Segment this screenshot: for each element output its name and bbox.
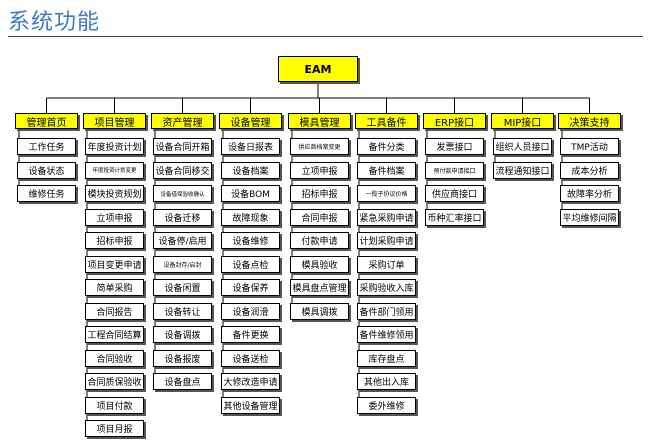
function-item: 合同报告 xyxy=(85,302,144,320)
function-item: 设备调拨 xyxy=(153,326,212,343)
function-item: 招标申报 xyxy=(290,185,349,202)
function-item: 设备维修 xyxy=(221,232,280,249)
function-item: 采购验收入库 xyxy=(357,279,416,296)
function-item: 设备BOM xyxy=(221,185,280,202)
function-item: 立项申报 xyxy=(290,161,349,179)
function-item: 合同质保验收 xyxy=(85,373,144,390)
function-item: 合同申报 xyxy=(290,208,349,226)
function-item: 项目月报 xyxy=(85,420,144,437)
function-item: 工作任务 xyxy=(17,138,76,155)
function-item: 组织人员接口 xyxy=(493,138,552,155)
function-item: 设备合同移交 xyxy=(153,161,212,179)
category-node: MIP接口 xyxy=(491,113,554,129)
function-item: 设备闲置 xyxy=(153,279,212,296)
function-item: 简单采购 xyxy=(85,279,144,296)
function-item: 采购订单 xyxy=(357,255,416,273)
function-item: 招标申报 xyxy=(85,232,144,249)
category-node: 模具管理 xyxy=(288,113,351,129)
function-item: 年度投资计划 xyxy=(85,138,144,155)
function-item: 模具盘点管理 xyxy=(290,279,349,296)
function-item: 年度投资计划变更 xyxy=(85,161,144,179)
category-node: 工具备件 xyxy=(355,113,418,129)
function-item: 供应商接口 xyxy=(425,185,484,202)
function-item: 设备报废 xyxy=(153,349,212,367)
category-node: 管理首页 xyxy=(15,113,78,129)
function-item: 模具调拨 xyxy=(290,302,349,320)
function-item: 设备停/启用 xyxy=(153,232,212,249)
function-item: 设备迁移 xyxy=(153,208,212,226)
function-item: 流程通知接口 xyxy=(493,161,552,179)
function-item: 成本分析 xyxy=(560,161,619,179)
function-item: 币种汇率接口 xyxy=(425,208,484,226)
function-item: 模块投资规划 xyxy=(85,185,144,202)
page-title: 系统功能 xyxy=(8,10,101,35)
function-item: 故障现象 xyxy=(221,208,280,226)
function-item: 项目变更申请 xyxy=(85,255,144,273)
function-item: 库存盘点 xyxy=(357,349,416,367)
category-node: 设备管理 xyxy=(219,113,282,129)
function-item: 设备送检 xyxy=(221,349,280,367)
function-item: 预付款申请接口 xyxy=(425,161,484,179)
function-item: 模具验收 xyxy=(290,255,349,273)
function-item: 其他出入库 xyxy=(357,373,416,390)
function-item: 供应商档案变更 xyxy=(290,138,349,155)
function-item: 设备转让 xyxy=(153,302,212,320)
category-node: 项目管理 xyxy=(83,113,146,129)
title-divider xyxy=(8,36,643,37)
function-item: 一揽子协议价格 xyxy=(357,185,416,202)
function-item: 设备封存/启封 xyxy=(153,255,212,273)
function-item: 项目付款 xyxy=(85,396,144,414)
function-item: 设备润滑 xyxy=(221,302,280,320)
function-item: 合同验收 xyxy=(85,349,144,367)
function-item: 付款申请 xyxy=(290,232,349,249)
function-item: 设备档案 xyxy=(221,161,280,179)
category-node: ERP接口 xyxy=(423,113,486,129)
function-item: 故障率分析 xyxy=(560,185,619,202)
function-item: TMP活动 xyxy=(560,138,619,155)
function-item: 平均维修间隔 xyxy=(560,208,619,226)
category-node: 资产管理 xyxy=(151,113,214,129)
function-item: 设备点检 xyxy=(221,255,280,273)
function-item: 设备借保验收确认 xyxy=(153,185,212,202)
function-item: 发票接口 xyxy=(425,138,484,155)
function-item: 大修改造申请 xyxy=(221,373,280,390)
category-node: 决策支持 xyxy=(558,113,621,129)
function-item: 设备盘点 xyxy=(153,373,212,390)
function-item: 备件更换 xyxy=(221,326,280,343)
function-item: 备件维修领用 xyxy=(357,326,416,343)
function-item: 维修任务 xyxy=(17,185,76,202)
function-item: 设备状态 xyxy=(17,161,76,179)
function-item: 紧急采购申请 xyxy=(357,208,416,226)
function-item: 备件档案 xyxy=(357,161,416,179)
function-item: 委外维修 xyxy=(357,396,416,414)
function-item: 设备日报表 xyxy=(221,138,280,155)
function-item: 计划采购申请 xyxy=(357,232,416,249)
function-item: 工程合同结算 xyxy=(85,326,144,343)
function-item: 其他设备管理 xyxy=(221,396,280,414)
function-item: 设备保养 xyxy=(221,279,280,296)
function-item: 立项申报 xyxy=(85,208,144,226)
function-item: 备件分类 xyxy=(357,138,416,155)
root-node-eam: EAM xyxy=(278,56,358,82)
function-item: 设备合同开箱 xyxy=(153,138,212,155)
function-item: 备件部门领用 xyxy=(357,302,416,320)
